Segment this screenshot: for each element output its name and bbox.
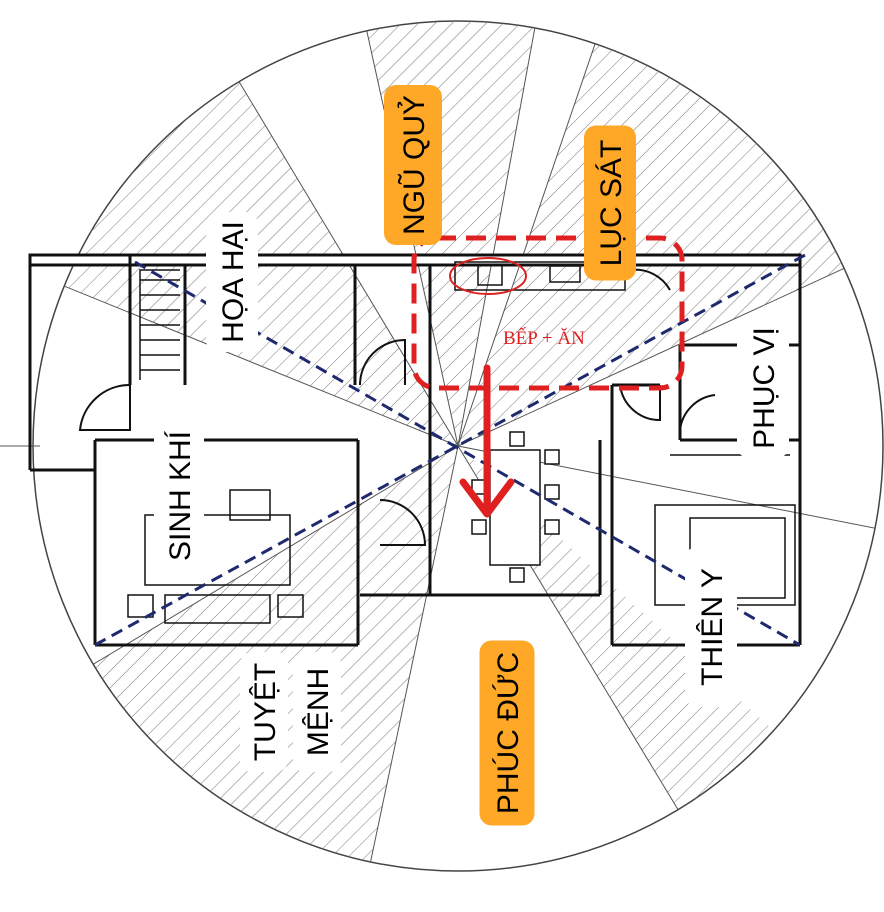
staircase	[139, 269, 180, 380]
zone-label-text: PHÚC ĐỨC	[492, 652, 525, 814]
zone-label-text: HỌA HẠI	[217, 221, 250, 343]
zone-label-text: SINH KHÍ	[164, 430, 197, 561]
zone-label-3: HỌA HẠI	[206, 212, 258, 352]
zone-label-box	[737, 318, 789, 458]
zone-label-box	[479, 640, 535, 826]
zone-label-4: PHỤC VỊ	[737, 318, 789, 458]
zone-label-7: TUYỆT	[240, 652, 288, 772]
zone-label-text: NGŨ QUỶ	[397, 95, 431, 235]
zone-label-6: THIÊN Y	[685, 547, 737, 707]
zone-label-1: NGŨ QUỶ	[384, 85, 442, 245]
zone-label-box	[293, 652, 341, 772]
zone-label-text: TUYỆT	[249, 663, 282, 761]
zone-label-8: MỆNH	[293, 652, 341, 772]
zone-label-5: SINH KHÍ	[154, 421, 204, 571]
zone-label-text: MỆNH	[302, 668, 335, 756]
kitchen-outline	[411, 235, 685, 391]
zone-label-box	[240, 652, 288, 772]
sector-luc-sat	[458, 21, 883, 446]
zone-label-box	[206, 212, 258, 352]
room-label-kitchen-dining: BẾP + ĂN	[503, 327, 585, 349]
zone-label-text: PHỤC VỊ	[748, 327, 781, 449]
stove-highlight	[449, 257, 527, 295]
zone-label-text: LỤC SÁT	[595, 140, 628, 267]
zone-label-box	[685, 547, 737, 707]
zone-label-box	[384, 85, 442, 245]
direction-arrow	[459, 364, 515, 518]
zone-label-box	[584, 125, 636, 281]
zone-labels: NGŨ QUỶ LỤC SÁT HỌA HẠI PHỤC VỊ SINH KHÍ THIÊ…	[154, 85, 789, 826]
zone-label-text: THIÊN Y	[696, 568, 729, 686]
sofa-set	[127, 489, 304, 624]
diagonal-lines	[94, 253, 806, 647]
zone-label-box	[154, 421, 204, 571]
zone-label-9: PHÚC ĐỨC	[479, 640, 535, 826]
zone-label-2: LỤC SÁT	[584, 125, 636, 281]
dining-table	[471, 431, 560, 583]
